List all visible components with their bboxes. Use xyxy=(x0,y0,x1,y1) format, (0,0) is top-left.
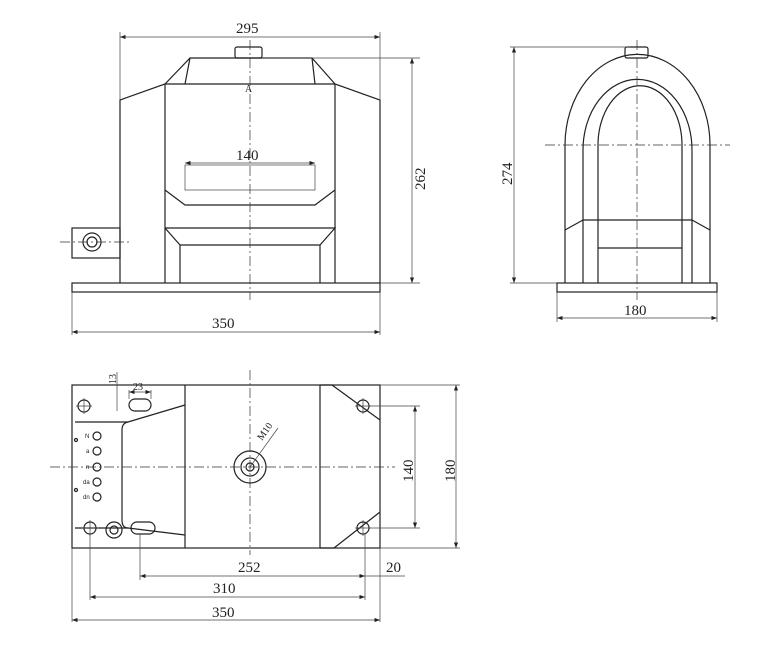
dim-140: 140 xyxy=(236,148,259,164)
dim-350: 350 xyxy=(212,316,235,332)
section-mark: A xyxy=(245,84,253,95)
dim-350-bottom: 350 xyxy=(212,605,235,621)
secondary-box xyxy=(71,227,121,259)
terminal-da: da xyxy=(83,480,90,486)
front-view: A 295 262 140 350 xyxy=(60,21,429,335)
terminal-N: N xyxy=(85,434,89,440)
terminal-a: a xyxy=(86,449,90,455)
terminal-n: n xyxy=(86,465,89,471)
dim-262: 262 xyxy=(413,168,429,191)
dim-140-bottom: 140 xyxy=(401,460,417,483)
top-terminal xyxy=(234,46,263,59)
dim-13: 13 xyxy=(108,374,119,384)
dim-252: 252 xyxy=(238,560,261,576)
dim-20: 20 xyxy=(386,560,401,576)
dim-23: 23 xyxy=(133,382,143,393)
dim-274: 274 xyxy=(500,162,516,185)
mounting-holes xyxy=(76,398,371,539)
terminal-dn: dn xyxy=(83,495,90,501)
dim-180-bottom: 180 xyxy=(443,460,459,483)
dim-180: 180 xyxy=(624,303,647,319)
thread-label: M10 xyxy=(255,421,275,443)
bottom-view: M10 N a n da dn 23 13 140 xyxy=(50,370,460,623)
terminal-block: N a n da dn xyxy=(73,431,102,502)
dim-295: 295 xyxy=(236,21,259,37)
side-view: 274 180 xyxy=(500,40,730,322)
dim-310: 310 xyxy=(213,581,236,597)
